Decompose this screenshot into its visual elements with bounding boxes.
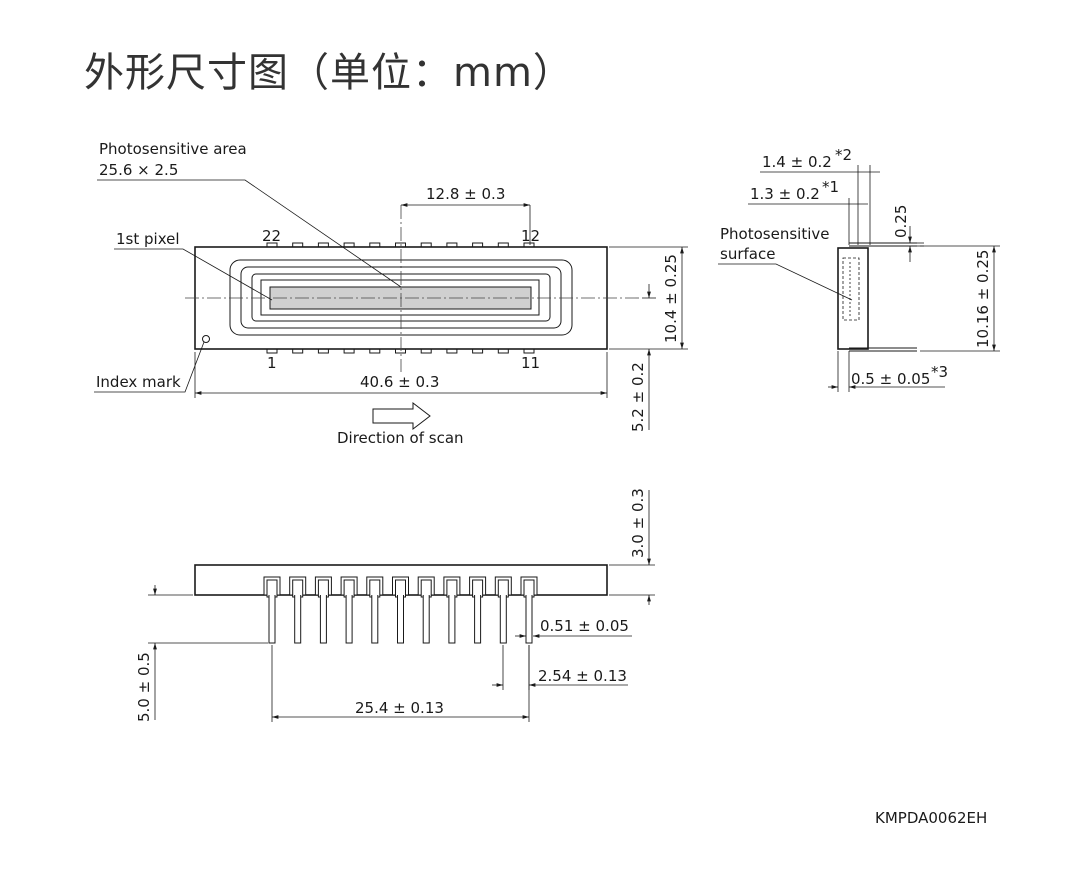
lead xyxy=(443,576,461,644)
dim-40-6: 40.6 ± 0.3 xyxy=(360,373,439,391)
lead xyxy=(263,576,281,644)
lead xyxy=(289,576,307,644)
figure-id: KMPDA0062EH xyxy=(875,809,987,827)
top-pins-lower xyxy=(266,348,535,354)
dim-0-5-note: *3 xyxy=(931,363,948,381)
front-leads xyxy=(263,576,538,644)
photosensitive-surface-label-2: surface xyxy=(720,245,775,263)
lead xyxy=(520,576,538,644)
dim-1-4: 1.4 ± 0.2 xyxy=(762,153,832,171)
dim-5-0: 5.0 ± 0.5 xyxy=(135,652,153,722)
lead xyxy=(366,576,384,644)
dim-1-3: 1.3 ± 0.2 xyxy=(750,185,820,203)
dim-10-4: 10.4 ± 0.25 xyxy=(662,254,680,343)
front-view: 3.0 ± 0.3 5.0 ± 0.5 0.51 ± 0.05 2.54 ± 0… xyxy=(135,488,655,722)
side-view: 1.4 ± 0.2 *2 1.3 ± 0.2 *1 0.25 10.16 ± 0… xyxy=(718,146,1000,392)
package-body-side xyxy=(837,247,869,350)
lead xyxy=(314,576,332,644)
dim-5-2: 5.2 ± 0.2 xyxy=(629,362,647,432)
dim-0-51: 0.51 ± 0.05 xyxy=(540,617,629,635)
dim-1-3-note: *1 xyxy=(822,178,839,196)
lead xyxy=(340,576,358,644)
pin-number-1: 1 xyxy=(267,354,277,372)
photosensitive-area-label: Photosensitive area xyxy=(99,140,247,158)
dim-2-54: 2.54 ± 0.13 xyxy=(538,667,627,685)
first-pixel-label: 1st pixel xyxy=(116,230,180,248)
dim-0-5: 0.5 ± 0.05 xyxy=(851,370,930,388)
dim-1-4-note: *2 xyxy=(835,146,852,164)
pin-number-22: 22 xyxy=(262,227,281,245)
photosensitive-surface-label-1: Photosensitive xyxy=(720,225,829,243)
index-mark-circle xyxy=(202,335,210,343)
index-mark-label: Index mark xyxy=(96,373,181,391)
lead xyxy=(494,576,512,644)
dim-25-4: 25.4 ± 0.13 xyxy=(355,699,444,717)
photosensitive-area-size: 25.6 × 2.5 xyxy=(99,161,178,179)
dim-3-0: 3.0 ± 0.3 xyxy=(629,488,647,558)
chip-frame xyxy=(260,279,540,316)
lead xyxy=(469,576,487,644)
pin-number-12: 12 xyxy=(521,227,540,245)
dim-12-8: 12.8 ± 0.3 xyxy=(426,185,505,203)
top-view: 22 12 1 11 Photosensitive area 25.6 × 2.… xyxy=(94,140,688,447)
scan-direction-label: Direction of scan xyxy=(337,429,464,447)
page-title: 外形尺寸图（单位：mm） xyxy=(84,50,574,96)
dim-0-25: 0.25 xyxy=(892,205,910,238)
pin-number-11: 11 xyxy=(521,354,540,372)
lead xyxy=(392,576,409,644)
dim-10-16: 10.16 ± 0.25 xyxy=(974,250,992,348)
scan-direction-arrow xyxy=(372,401,431,431)
lead xyxy=(417,576,435,644)
